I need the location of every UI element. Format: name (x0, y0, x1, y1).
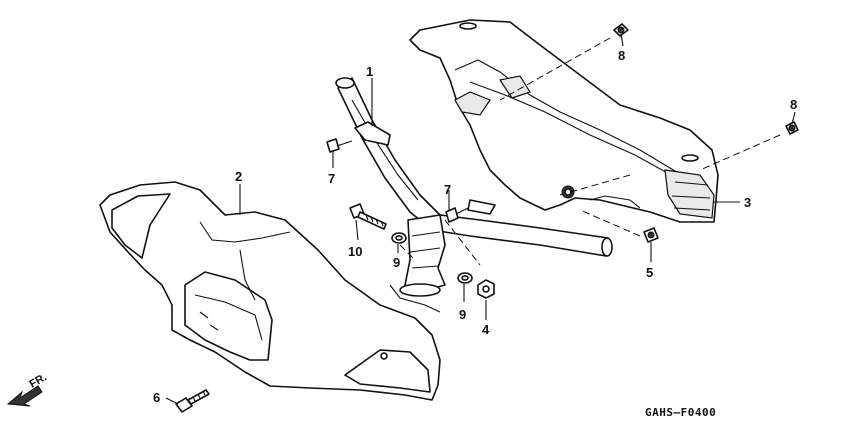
rear-handlebar-cover (409, 19, 719, 223)
callout-7-center: 7 (444, 182, 451, 197)
front-direction-arrow: FR. (6, 371, 49, 407)
screw-5 (643, 227, 659, 243)
front-handlebar-cover (99, 181, 441, 401)
front-direction-label: FR. (28, 371, 49, 390)
screw-6 (175, 389, 210, 413)
callout-1: 1 (366, 64, 373, 79)
washer-9-right (457, 272, 473, 284)
callout-10: 10 (348, 244, 362, 259)
screw-7-left (326, 138, 353, 153)
diagram-code: GAHS–F0400 (645, 406, 716, 419)
callout-8-right: 8 (790, 97, 797, 112)
screw-7-center (445, 207, 469, 223)
callout-9-left: 9 (393, 255, 400, 270)
callout-7-left: 7 (328, 171, 335, 186)
screw-8-top (613, 23, 629, 37)
callout-8-top: 8 (618, 48, 625, 63)
nut-4 (477, 279, 495, 299)
callout-9-right: 9 (459, 307, 466, 322)
screw-8-right (785, 121, 799, 135)
callout-6: 6 (153, 390, 160, 405)
handlebar-pipe (335, 77, 613, 313)
callout-3: 3 (744, 195, 751, 210)
bolt-10 (349, 203, 387, 230)
callout-2: 2 (235, 169, 242, 184)
callout-5: 5 (646, 265, 653, 280)
washer-9-left (391, 232, 407, 244)
callout-4: 4 (482, 322, 490, 337)
